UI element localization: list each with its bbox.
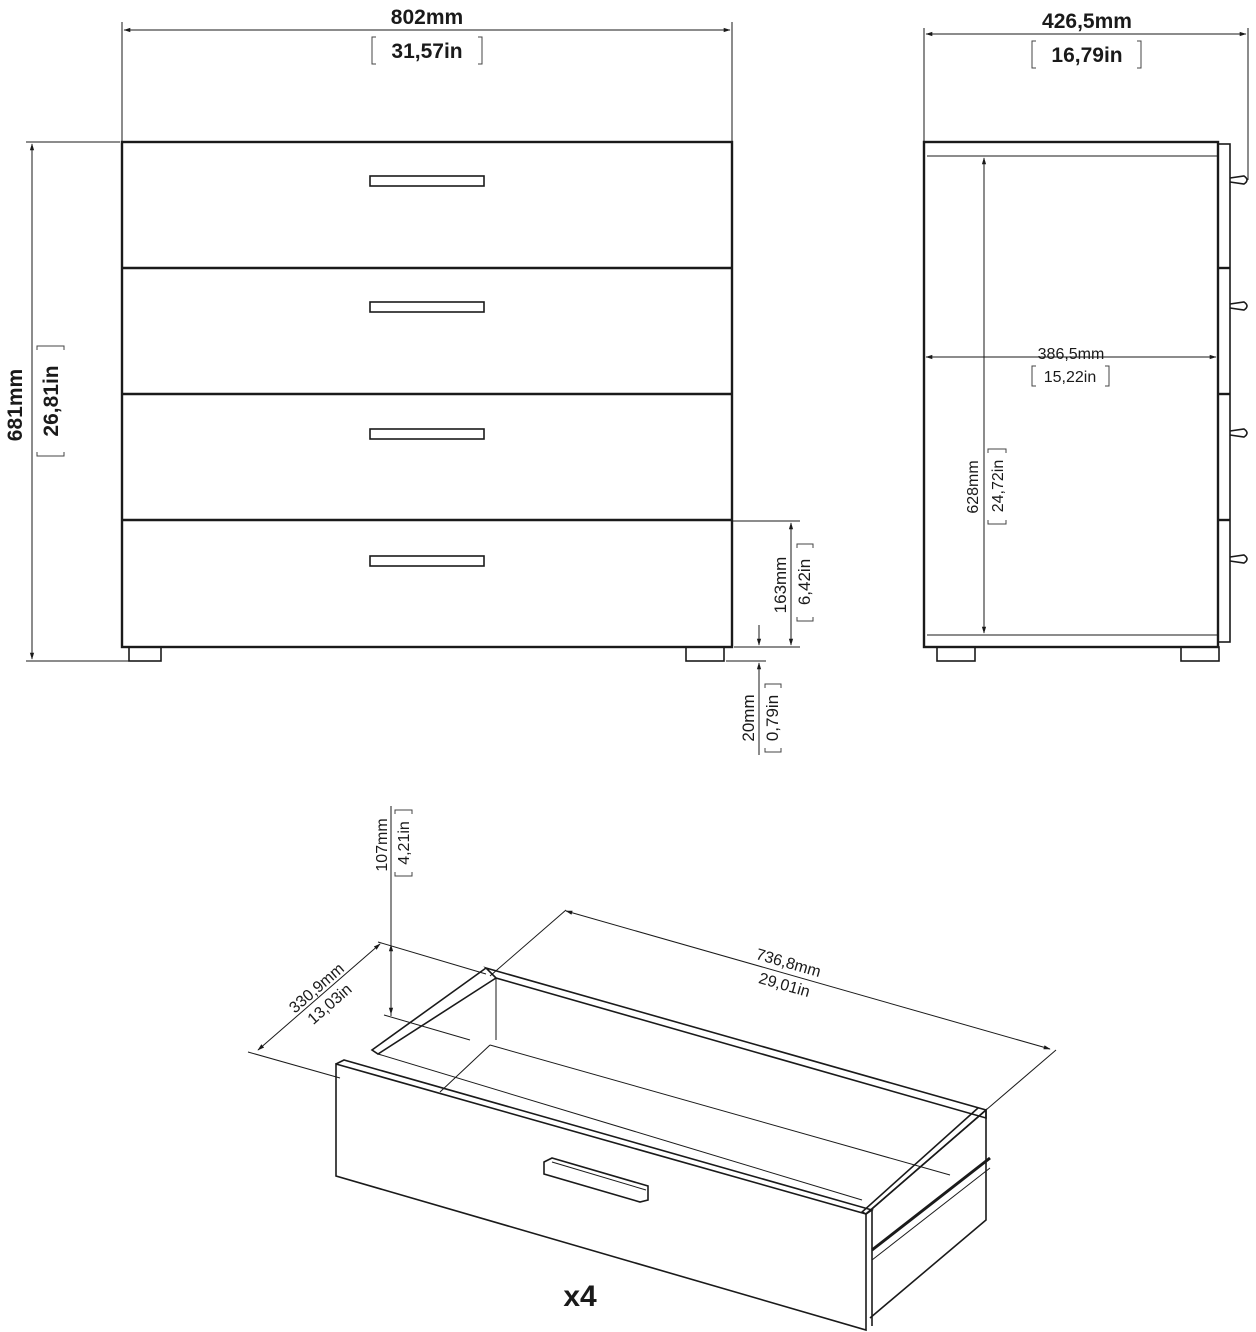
drawer-handle — [369, 555, 485, 567]
drawer-right-side — [860, 1107, 987, 1215]
side-view: 426,5mm 16,79in 386,5mm 15,22in 628mm 24… — [922, 10, 1249, 662]
drawer-left-side — [370, 967, 497, 1055]
drawer-handle — [369, 428, 485, 440]
drawer-front-top-edge — [335, 1059, 874, 1215]
handle-profile — [1229, 554, 1248, 564]
drawer-height-mm-label: 107mm — [374, 818, 391, 871]
front-view: 802mm 31,57in 681mm 26,81in 163mm 6,42in — [4, 6, 814, 755]
leg — [128, 646, 162, 662]
drawer-back-panel — [483, 966, 987, 1120]
drawer-height-in-label: 4,21in — [396, 821, 413, 865]
inner-depth-in: 15,22in — [1044, 369, 1097, 386]
inner-height-in: 24,72in — [990, 460, 1007, 513]
leg — [685, 646, 725, 662]
side-depth-mm: 426,5mm — [1042, 10, 1132, 33]
drawer-handle — [543, 1157, 649, 1203]
handle-profile — [1229, 175, 1248, 185]
front-width-mm: 802mm — [391, 6, 463, 29]
leg — [936, 646, 976, 662]
drawer-right-side-face — [865, 1108, 987, 1319]
inner-depth-mm: 386,5mm — [1038, 346, 1105, 363]
drawer-runner — [871, 1156, 991, 1252]
drawer-height-mm: 163mm — [771, 557, 790, 614]
front-height-in: 26,81in — [40, 365, 63, 436]
handle-profile — [1229, 428, 1248, 438]
leg — [1180, 646, 1220, 662]
drawer-front-panel — [335, 1062, 867, 1332]
side-panel — [922, 140, 1220, 649]
drawer-handle — [369, 175, 485, 187]
drawer-quantity: x4 — [563, 1280, 597, 1313]
leg-height-mm: 20mm — [739, 694, 758, 741]
handle-profile — [1229, 301, 1248, 311]
front-width-in: 31,57in — [391, 40, 462, 63]
leg-height-in: 0,79in — [763, 695, 782, 741]
drawer-view: 107mm 4,21in 330,9mm 13,03in 736,8mm 29,… — [247, 806, 1057, 1332]
drawer-handle — [369, 301, 485, 313]
drawer-height-in: 6,42in — [795, 559, 814, 605]
inner-height-mm: 628mm — [965, 460, 982, 513]
side-depth-in: 16,79in — [1051, 44, 1122, 67]
front-height-mm: 681mm — [4, 369, 27, 441]
